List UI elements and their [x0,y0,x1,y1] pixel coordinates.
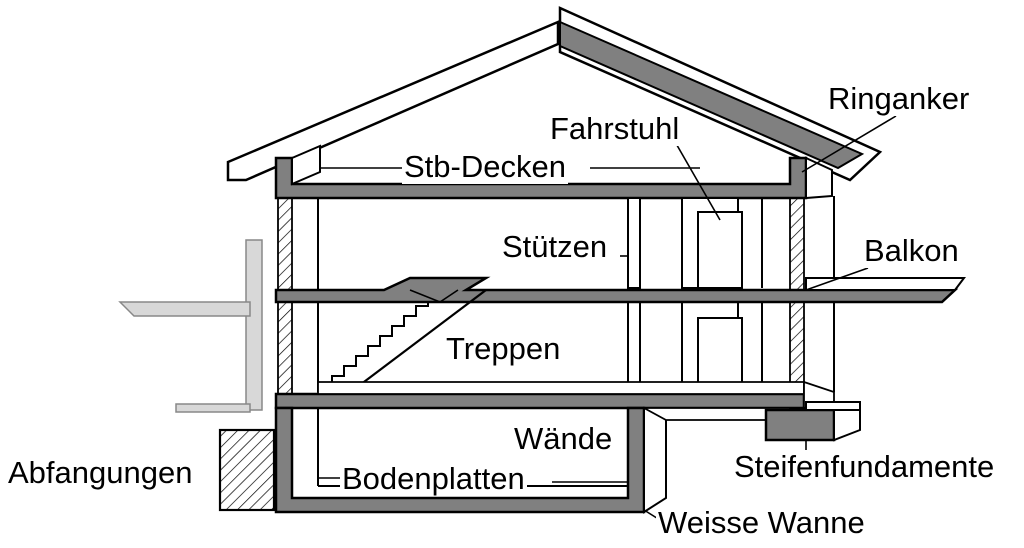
label-stuetzen: Stützen [500,229,610,264]
label-waende: Wände [512,421,615,456]
strip-foundation [764,400,861,442]
outer-walls [277,196,835,395]
label-ringanker: Ringanker [826,81,972,116]
columns [627,197,641,395]
label-fahrstuhl: Fahrstuhl [548,111,682,146]
label-weisse-wanne: Weisse Wanne [656,505,867,540]
label-stb-decken: Stb-Decken [402,149,568,184]
basement-tank [274,406,791,514]
label-bodenplatten: Bodenplatten [340,461,527,496]
top-slab [274,144,833,200]
leader-lines [318,115,897,521]
ground-slab [274,380,835,410]
roof [226,6,883,182]
label-treppen: Treppen [444,331,563,366]
label-abfangungen: Abfangungen [6,455,195,490]
underpinning-block [218,428,276,512]
label-steifenfundamente: Steifenfundamente [732,449,997,484]
label-balkon: Balkon [862,233,961,268]
neighbour-building [118,239,263,413]
middle-slab [274,276,966,304]
